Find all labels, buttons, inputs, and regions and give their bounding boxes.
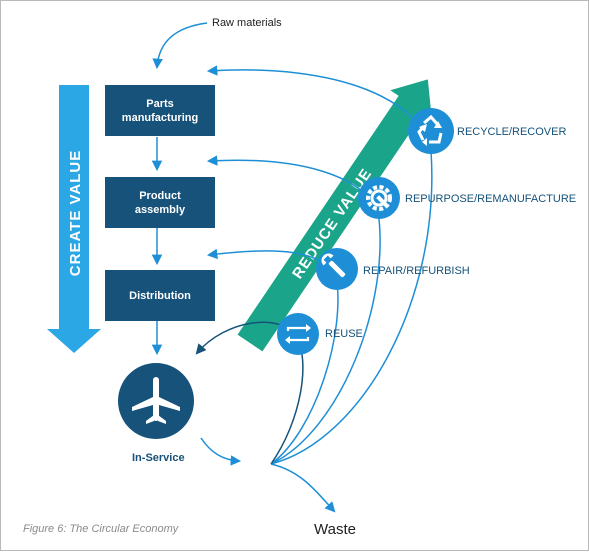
gear-icon [358,177,400,219]
create-value-arrow [47,85,101,353]
recycle-icon [408,108,454,154]
airplane-icon [132,377,180,424]
in-service-node [118,363,194,439]
repurpose-return-loop [206,155,381,465]
reuse-arrows-icon [277,313,319,355]
create-value-label: CREATE VALUE [67,150,84,276]
in-service-label: In-Service [132,452,185,464]
product-assembly-box: Product assembly [105,177,215,228]
figure-caption: Figure 6: The Circular Economy [23,523,179,535]
recycle-recover-label: RECYCLE/RECOVER [457,126,567,138]
raw-materials-arrow [152,22,208,70]
repurpose-remanufacture-label: REPURPOSE/REMANUFACTURE [405,193,577,205]
reuse-label: REUSE [325,328,363,340]
repair-refurbish-label: REPAIR/REFURBISH [363,265,470,277]
waste-arrow [270,463,336,513]
waste-label: Waste [314,521,356,538]
wrench-icon [316,248,358,290]
distribution-box: Distribution [105,270,215,321]
parts-manufacturing-box: Parts manufacturing [105,85,215,136]
service-exit-arrow [200,437,242,466]
raw-materials-label: Raw materials [212,17,282,29]
recycle-return-loop [206,65,433,465]
reduce-value-arrow: REDUCE VALUE [237,79,432,352]
